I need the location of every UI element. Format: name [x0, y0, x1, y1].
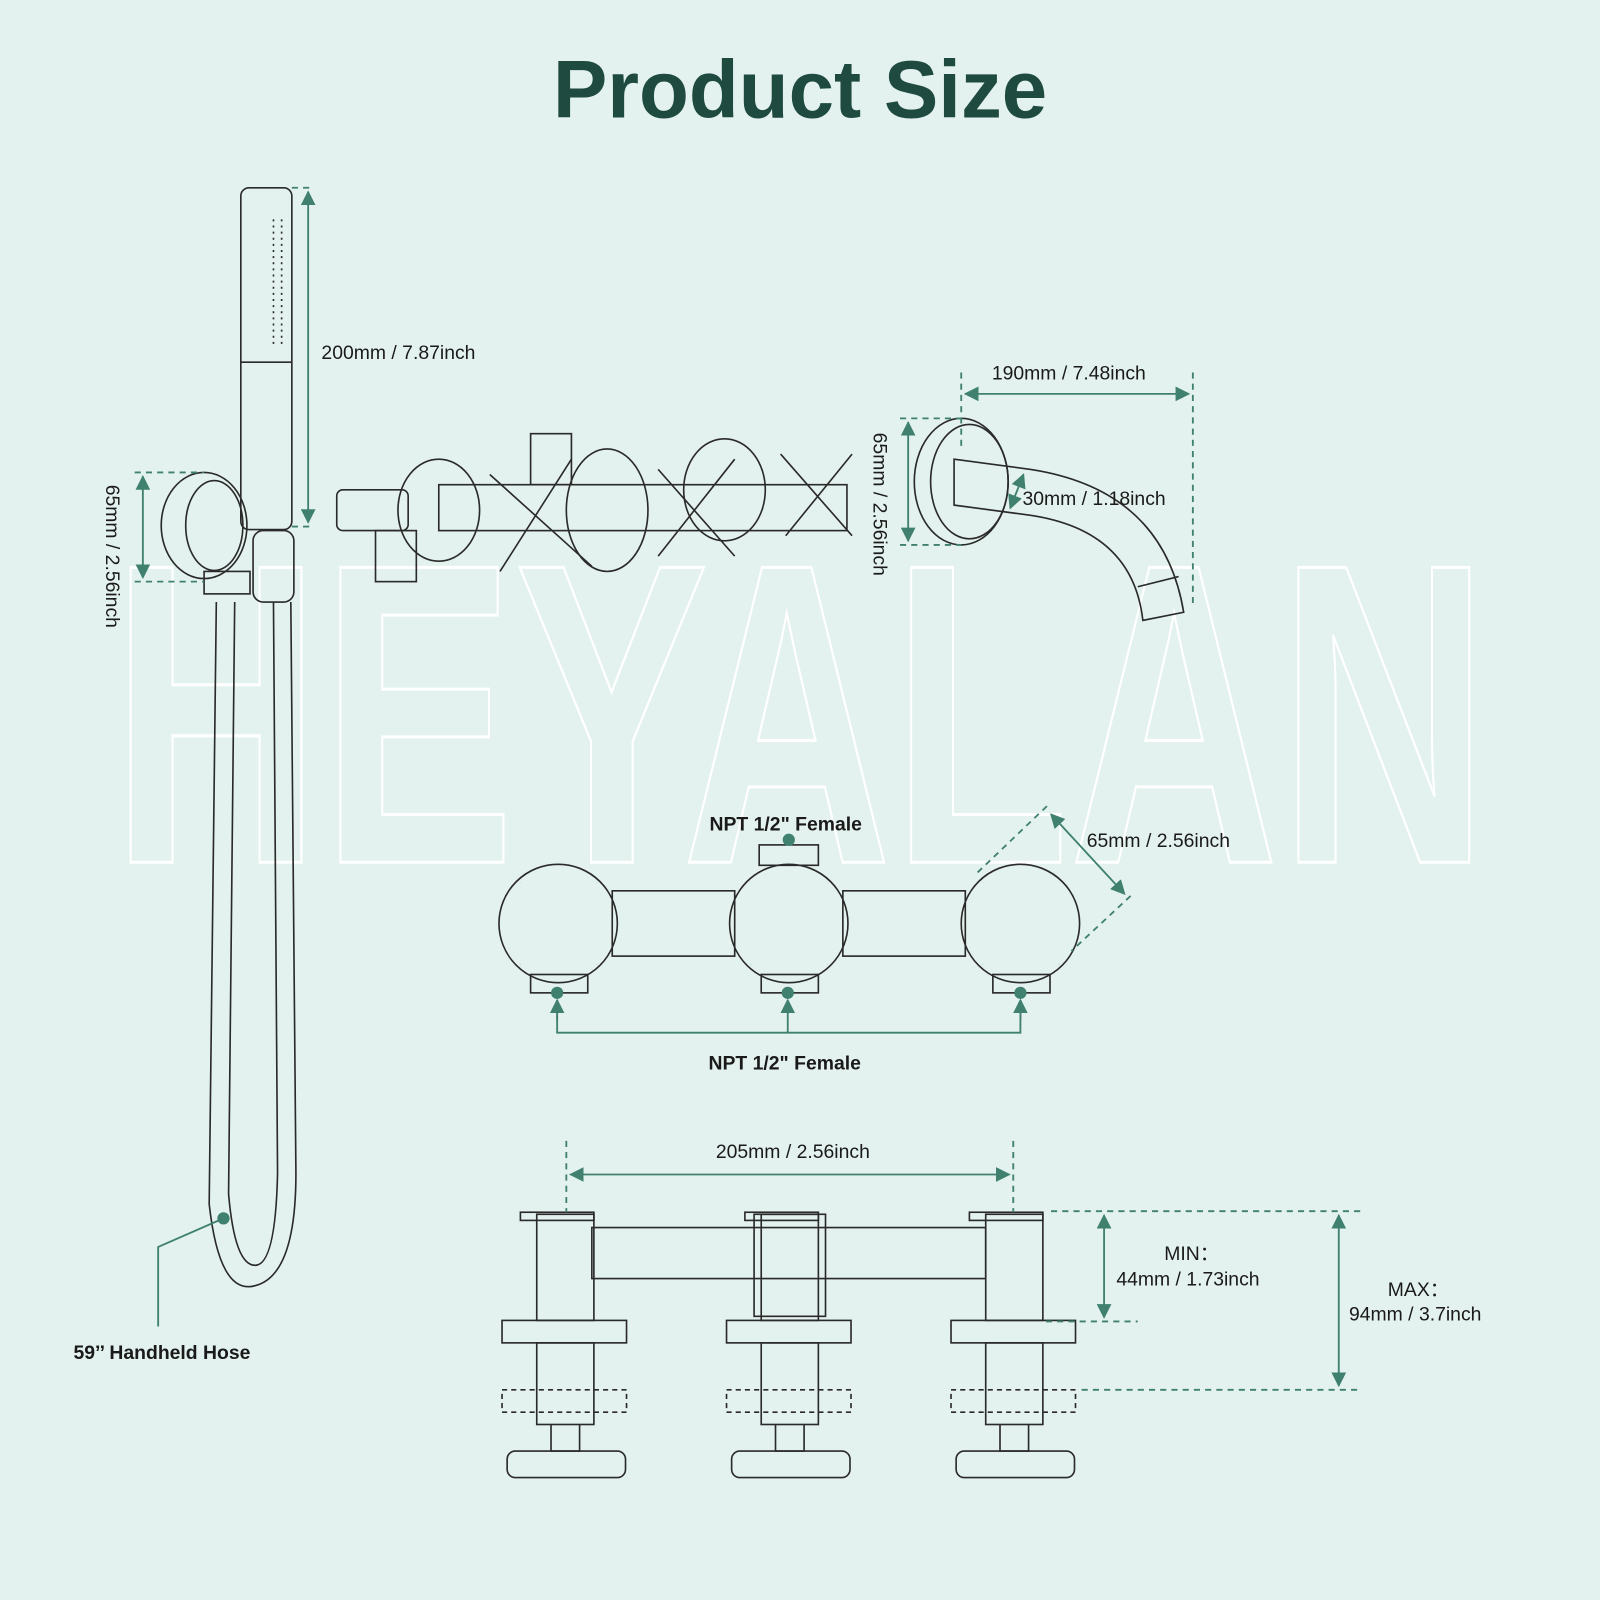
valve-body-drawing	[335, 432, 853, 583]
handle-diameter-label: 65mm / 2.56inch	[1087, 830, 1230, 852]
max-label: MAX：	[1388, 1279, 1449, 1301]
front-view-drawing	[498, 844, 1080, 993]
valve-spacing-label: 205mm / 2.56inch	[716, 1141, 870, 1163]
spout-diameter-label: 30mm / 1.18inch	[1022, 488, 1165, 510]
watermark: HEYALAN	[111, 474, 1489, 953]
handshower-length-label: 200mm / 7.87inch	[321, 342, 475, 364]
min-label: MIN：	[1164, 1243, 1219, 1265]
holder-height-label: 65mm / 2.56inch	[101, 485, 123, 628]
npt-top-label: NPT 1/2" Female	[710, 814, 863, 836]
page-title: Product Size	[553, 44, 1047, 135]
npt-bottom-connectors	[549, 986, 1028, 1034]
spout-plate-label: 65mm / 2.56inch	[868, 433, 890, 576]
npt-bottom-label: NPT 1/2" Female	[708, 1052, 861, 1074]
spout-length-label: 190mm / 7.48inch	[992, 363, 1146, 385]
max-value: 94mm / 3.7inch	[1349, 1303, 1481, 1325]
min-value: 44mm / 1.73inch	[1116, 1269, 1259, 1291]
handshower-drawing	[160, 186, 297, 1288]
side-view-drawing	[501, 1211, 1077, 1479]
hose-label: 59’’ Handheld Hose	[73, 1342, 250, 1364]
